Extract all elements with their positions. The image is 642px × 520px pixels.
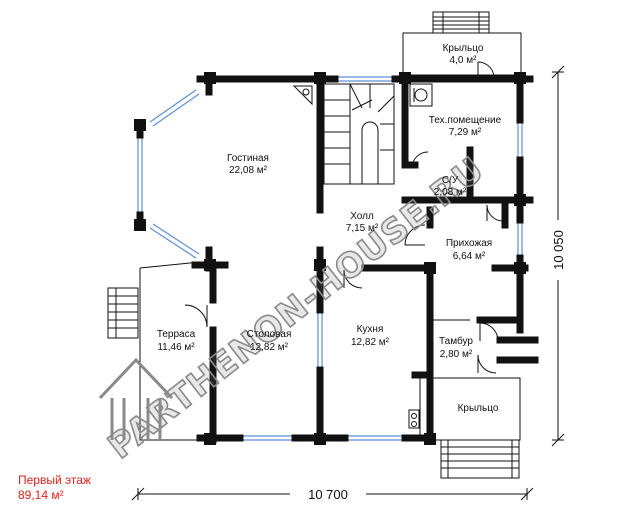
- room-area-entry: 6,64 м²: [453, 251, 486, 262]
- room-area-porch-top: 4,0 м²: [450, 55, 478, 66]
- room-name-vestibule: Тамбур: [439, 335, 473, 347]
- staircase: [323, 83, 395, 185]
- dimension-width: 10 700: [308, 487, 348, 502]
- room-name-kitchen: Кухня: [357, 324, 384, 335]
- watermark-logo: [98, 357, 174, 440]
- floor-area: 89,14 м²: [18, 488, 64, 502]
- room-area-dining: 12,82 м²: [250, 342, 289, 353]
- room-area-terrace: 11,46 м²: [157, 342, 195, 353]
- room-name-living: Гостиная: [227, 153, 269, 164]
- room-name-terrace: Терраса: [157, 329, 196, 340]
- dim-width-bg: [290, 486, 366, 502]
- dimension-height: 10 050: [551, 230, 566, 270]
- thin-lines: [107, 11, 522, 479]
- room-name-porch-bottom: Крыльцо: [458, 403, 499, 414]
- walls: [136, 75, 539, 444]
- room-labels: Крыльцо 4,0 м² Тех.помещение 7,29 м² Гос…: [157, 43, 502, 414]
- room-area-kitchen: 12,82 м²: [351, 337, 390, 348]
- room-area-vestibule: 2,80 м²: [440, 349, 473, 360]
- room-name-entry: Прихожая: [446, 238, 492, 249]
- room-area-wc: 2,08 м²: [434, 187, 467, 198]
- room-name-tech: Тех.помещение: [429, 115, 502, 126]
- room-name-porch-top: Крыльцо: [443, 43, 484, 54]
- room-name-hall: Холл: [350, 211, 374, 222]
- room-name-wc: С/У: [442, 175, 459, 186]
- floor-title: Первый этаж: [18, 473, 91, 487]
- room-area-hall: 7,15 м²: [346, 223, 379, 234]
- windows: [137, 76, 523, 441]
- room-name-dining: Столовая: [247, 329, 292, 340]
- dim-height-bg: [551, 220, 567, 280]
- room-area-living: 22,08 м²: [229, 165, 268, 176]
- wall-posts: [134, 72, 526, 445]
- doors: [184, 61, 504, 374]
- fixtures: [292, 83, 433, 429]
- room-area-tech: 7,29 м²: [449, 127, 482, 138]
